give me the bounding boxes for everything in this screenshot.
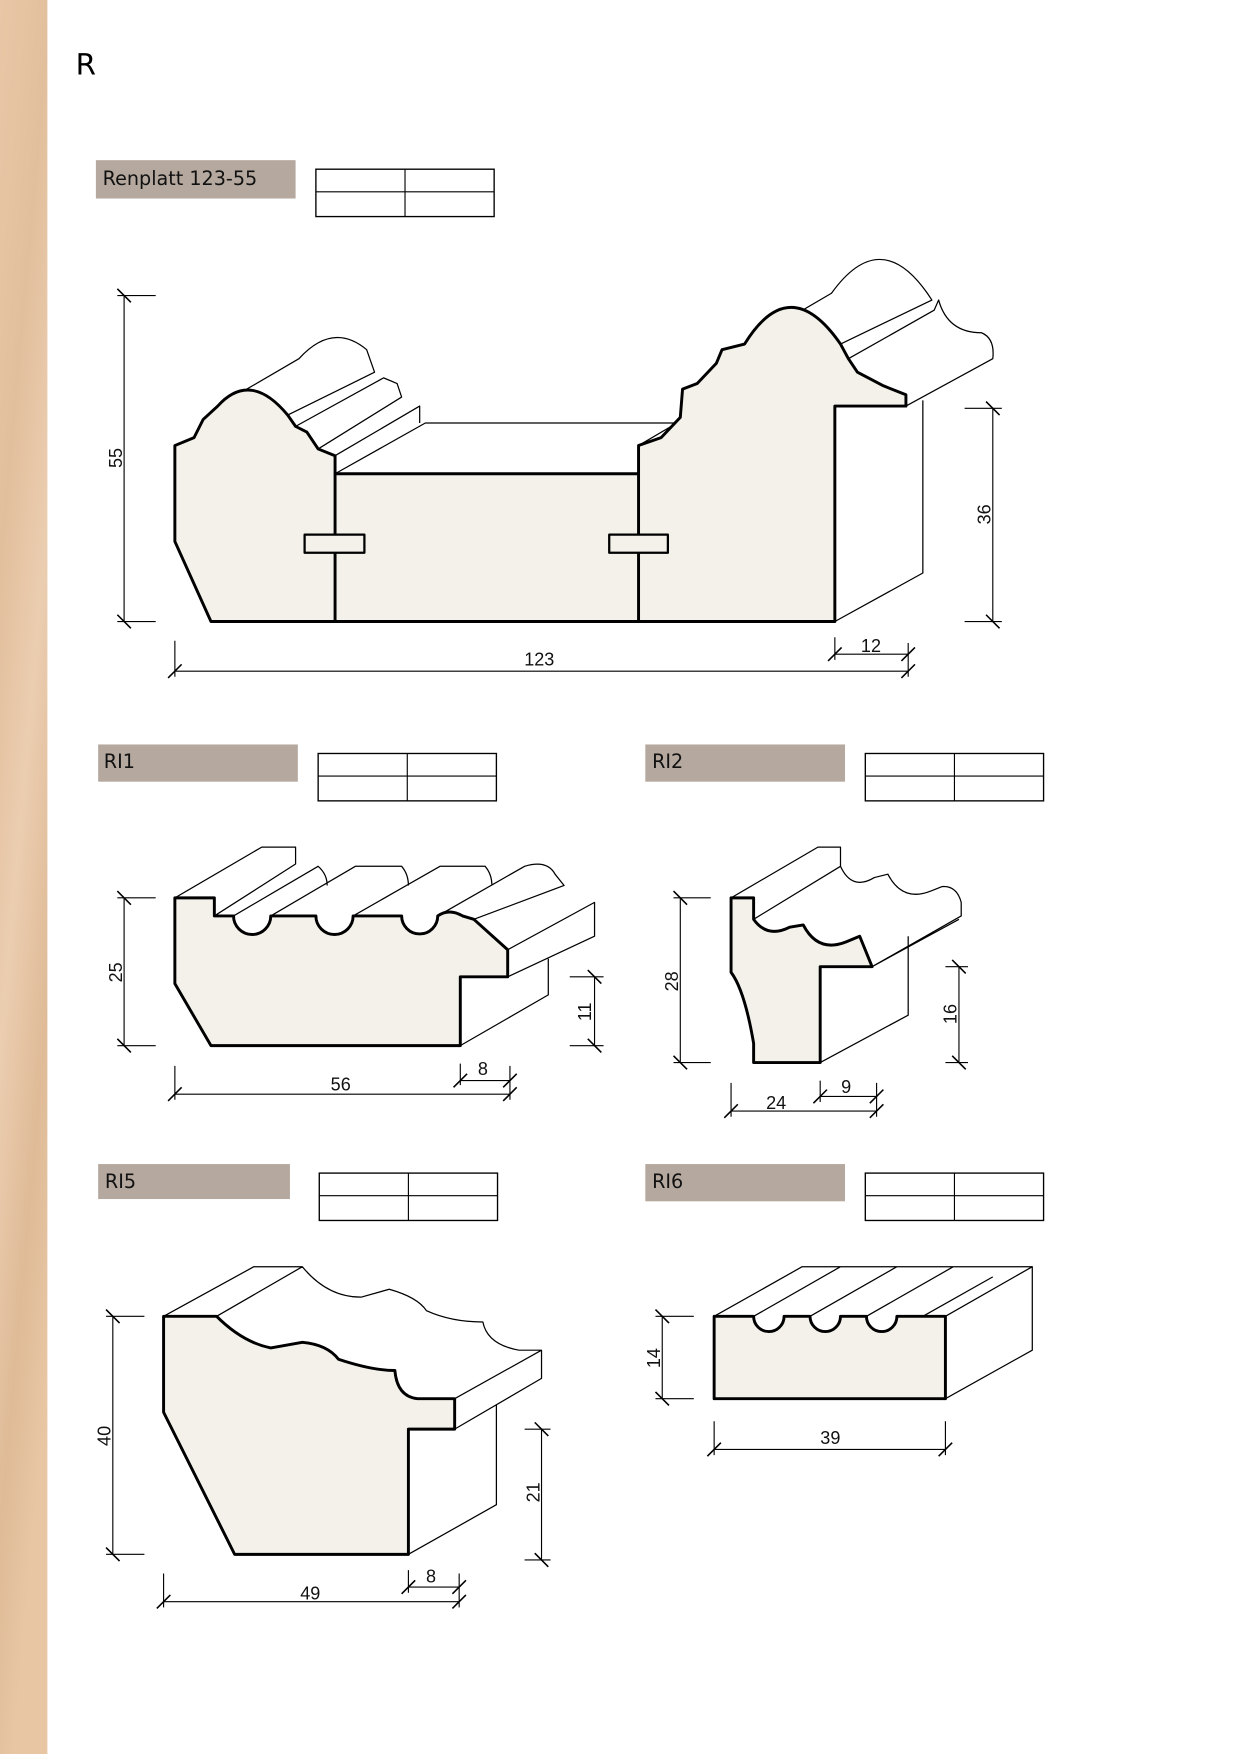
dim-width: 24 <box>766 1093 786 1113</box>
dim-rebate-width: 12 <box>861 636 881 656</box>
section-letter: R <box>76 47 96 81</box>
dimension-lines: 55 36 123 12 <box>106 288 1002 679</box>
dim-rebate-height: 16 <box>941 1004 961 1024</box>
info-table <box>318 1172 499 1222</box>
dimension-lines: 40 21 49 8 <box>95 1309 551 1610</box>
dim-width: 49 <box>300 1583 320 1603</box>
title-bar <box>98 1164 290 1200</box>
section-title: RI6 <box>652 1170 683 1193</box>
dim-rebate-width: 9 <box>841 1077 851 1097</box>
dimension-lines: 25 11 56 8 <box>106 890 604 1102</box>
dimension-lines: 14 39 <box>644 1309 953 1457</box>
dim-width: 39 <box>820 1428 840 1448</box>
connector-tab <box>303 533 366 554</box>
title-bar <box>98 744 298 782</box>
profile-drawing <box>173 846 596 1048</box>
section-ri1: RI1 25 11 56 8 <box>98 744 604 1102</box>
section-title: RI5 <box>105 1170 136 1193</box>
section-ri2: RI2 28 16 24 9 <box>645 744 1045 1119</box>
dim-rebate-width: 8 <box>426 1567 436 1587</box>
dim-width: 56 <box>331 1075 351 1095</box>
dim-rebate-height: 21 <box>523 1482 543 1502</box>
dimension-lines: 28 16 24 9 <box>662 890 968 1119</box>
title-bar <box>95 160 296 199</box>
profile-drawing <box>173 258 994 623</box>
info-table <box>317 752 498 802</box>
profile-drawing <box>162 1266 543 1556</box>
dim-height: 28 <box>662 971 682 991</box>
dim-width: 123 <box>524 650 554 670</box>
section-title: RI2 <box>652 750 683 773</box>
section-ri6: RI6 14 39 <box>644 1164 1045 1457</box>
section-title: RI1 <box>104 750 135 773</box>
info-table <box>864 752 1045 802</box>
info-table <box>315 168 495 218</box>
dim-height: 25 <box>106 962 126 982</box>
dim-height: 40 <box>95 1426 115 1446</box>
dim-height: 14 <box>644 1348 664 1368</box>
profile-drawing <box>729 846 962 1065</box>
dim-rebate-height: 36 <box>975 504 995 524</box>
title-bar <box>645 1164 846 1202</box>
wood-texture-strip <box>0 0 48 1754</box>
section-ri5: RI5 40 21 49 8 <box>95 1164 551 1610</box>
info-table <box>864 1172 1045 1222</box>
connector-tab <box>608 533 670 554</box>
section-renplatt: Renplatt 123-55 55 36 123 12 <box>95 160 1002 679</box>
dim-height: 55 <box>106 448 126 468</box>
dim-rebate-width: 8 <box>478 1059 488 1079</box>
profile-drawing <box>712 1266 1033 1401</box>
section-title: Renplatt 123-55 <box>103 167 258 190</box>
dim-rebate-height: 11 <box>575 1002 595 1021</box>
title-bar <box>645 744 846 782</box>
